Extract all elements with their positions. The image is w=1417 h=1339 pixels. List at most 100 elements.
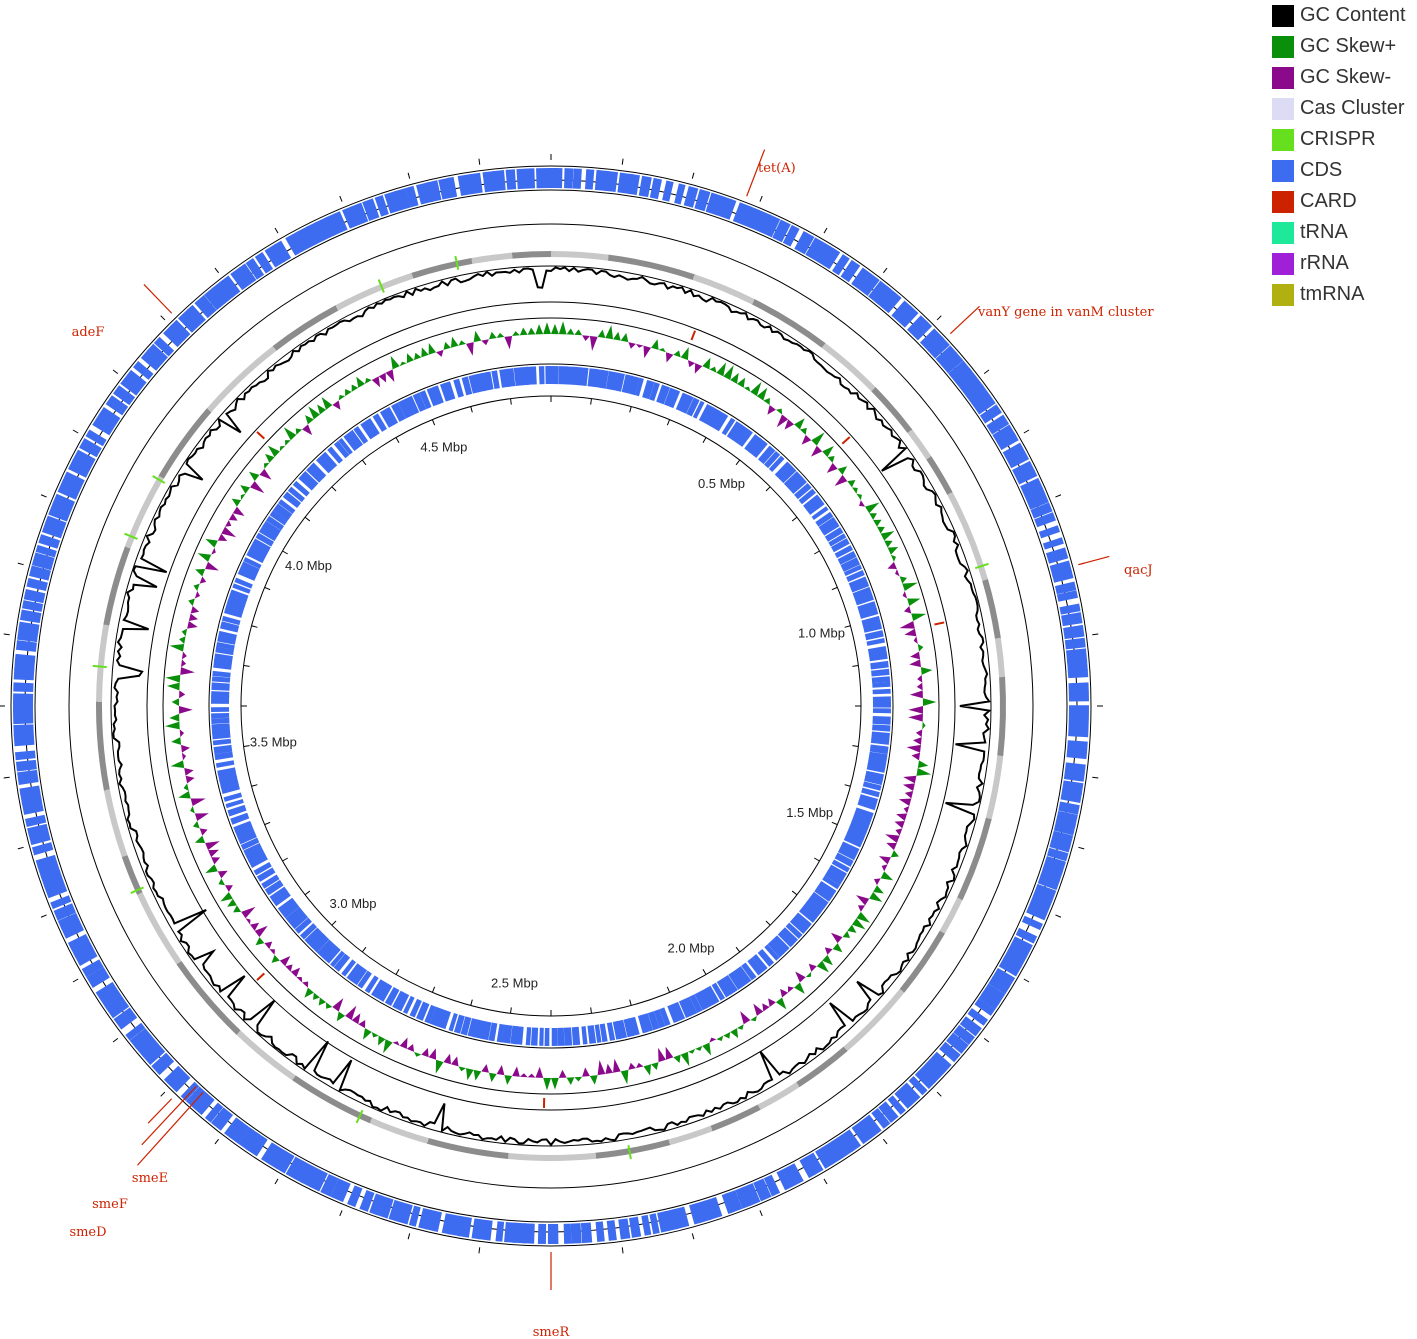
- scale-tick: [882, 267, 888, 274]
- cds-feature: [288, 911, 309, 930]
- cds-feature: [763, 1174, 781, 1197]
- cds-feature: [211, 676, 231, 683]
- cds-feature: [1021, 915, 1043, 931]
- cds-feature: [1068, 728, 1089, 738]
- cds-feature: [606, 1220, 617, 1241]
- cds-feature: [470, 172, 483, 194]
- cds-feature: [457, 173, 475, 196]
- mbp-label: 0.5 Mbp: [698, 476, 745, 491]
- cds-feature: [69, 937, 94, 959]
- gc-skew-minus-peak: [245, 918, 251, 925]
- cds-feature: [831, 538, 850, 553]
- crispr-mark: [152, 475, 166, 484]
- cds-feature: [211, 730, 231, 740]
- gc-skew-minus-peak: [378, 372, 387, 383]
- cds-feature: [861, 615, 881, 627]
- contig-segment: [757, 1082, 800, 1110]
- cds-feature: [724, 1190, 743, 1214]
- cds-feature: [581, 1026, 588, 1045]
- gc-skew-minus-peak: [205, 841, 220, 851]
- contig-segment: [871, 387, 913, 433]
- cds-feature: [862, 781, 882, 791]
- cds-feature: [840, 1129, 862, 1153]
- cds-feature: [460, 1016, 472, 1036]
- scale-tick: [590, 1007, 592, 1014]
- gc-skew-minus-peak: [857, 905, 866, 912]
- contig-segment: [427, 1138, 509, 1159]
- gc-skew-plus-peak: [574, 329, 583, 336]
- gc-skew-plus-peak: [414, 1051, 422, 1057]
- scale-tick: [17, 846, 24, 850]
- cds-feature: [659, 1007, 671, 1027]
- cds-feature: [50, 895, 72, 910]
- cds-feature: [217, 634, 237, 645]
- gc-skew-minus-peak: [558, 1069, 567, 1078]
- gc-skew-plus-peak: [240, 493, 246, 501]
- gc-skew-plus-peak: [383, 1039, 393, 1054]
- gc-skew-minus-peak: [185, 775, 195, 784]
- gc-skew-plus-peak: [336, 1011, 346, 1022]
- gc-skew-plus-peak: [313, 992, 320, 1000]
- gc-skew-minus-peak: [808, 963, 817, 972]
- cds-feature: [752, 954, 768, 972]
- legend-label: CARD: [1300, 190, 1357, 212]
- scale-tick: [331, 920, 337, 926]
- gc-skew-minus-peak: [826, 462, 838, 473]
- cds-feature: [846, 570, 865, 582]
- contig-segment: [607, 254, 695, 280]
- cds-feature: [1046, 847, 1069, 862]
- contig-segment: [236, 1030, 296, 1081]
- cds-feature: [1060, 789, 1082, 803]
- cds-feature: [1063, 771, 1085, 782]
- legend-item-gc-skew-minus: GC Skew-: [1272, 62, 1417, 93]
- cds-feature: [219, 275, 241, 298]
- cds-feature: [837, 551, 857, 565]
- scale-tick: [510, 398, 512, 405]
- cds-feature: [362, 198, 380, 221]
- gc-skew-plus-peak: [190, 806, 195, 814]
- gc-skew-minus-peak: [358, 1020, 366, 1029]
- cds-feature: [986, 414, 1010, 435]
- gc-skew-minus-peak: [895, 569, 900, 577]
- cds-feature: [249, 541, 269, 558]
- cds-feature: [269, 510, 288, 526]
- gc-skew-minus-peak: [903, 605, 912, 614]
- gc-skew-plus-peak: [458, 1066, 467, 1072]
- gc-skew-minus-peak: [181, 651, 187, 660]
- cds-feature: [125, 369, 147, 389]
- cds-feature: [974, 998, 996, 1016]
- gc-skew-plus-peak: [519, 327, 528, 336]
- cds-feature: [870, 738, 890, 745]
- cds-feature: [572, 366, 582, 386]
- scale-tick: [844, 625, 851, 628]
- cds-feature: [772, 219, 791, 243]
- cds-feature: [557, 1027, 565, 1046]
- gene-label-smef: smeF: [92, 1197, 128, 1212]
- gc-skew-plus-peak: [873, 885, 884, 894]
- cds-feature: [68, 459, 91, 478]
- gc-skew-minus-peak: [232, 506, 245, 516]
- scale-tick: [702, 969, 707, 975]
- cds-feature: [869, 744, 889, 755]
- cds-feature: [92, 414, 116, 436]
- gc-skew-minus-peak: [436, 349, 444, 357]
- cds-feature: [218, 630, 237, 639]
- cds-feature: [992, 967, 1016, 988]
- gc-skew-minus-peak: [504, 336, 513, 350]
- scale-tick: [791, 516, 798, 522]
- scale-tick: [3, 776, 10, 779]
- cds-feature: [125, 1022, 146, 1041]
- gc-skew-plus-peak: [170, 760, 185, 769]
- cds-feature: [353, 426, 369, 444]
- cds-feature: [229, 589, 249, 601]
- cds-feature: [570, 1223, 582, 1244]
- gc-skew-minus-peak: [296, 977, 303, 983]
- cds-feature: [371, 979, 386, 998]
- gc-skew-plus-peak: [851, 918, 866, 930]
- scale-tick: [831, 586, 838, 591]
- cds-feature: [941, 352, 964, 374]
- legend-item-gc-content: GC Content: [1272, 0, 1417, 31]
- cds-feature: [501, 1024, 513, 1044]
- cds-feature: [31, 552, 55, 571]
- gc-skew-minus-peak: [834, 474, 848, 486]
